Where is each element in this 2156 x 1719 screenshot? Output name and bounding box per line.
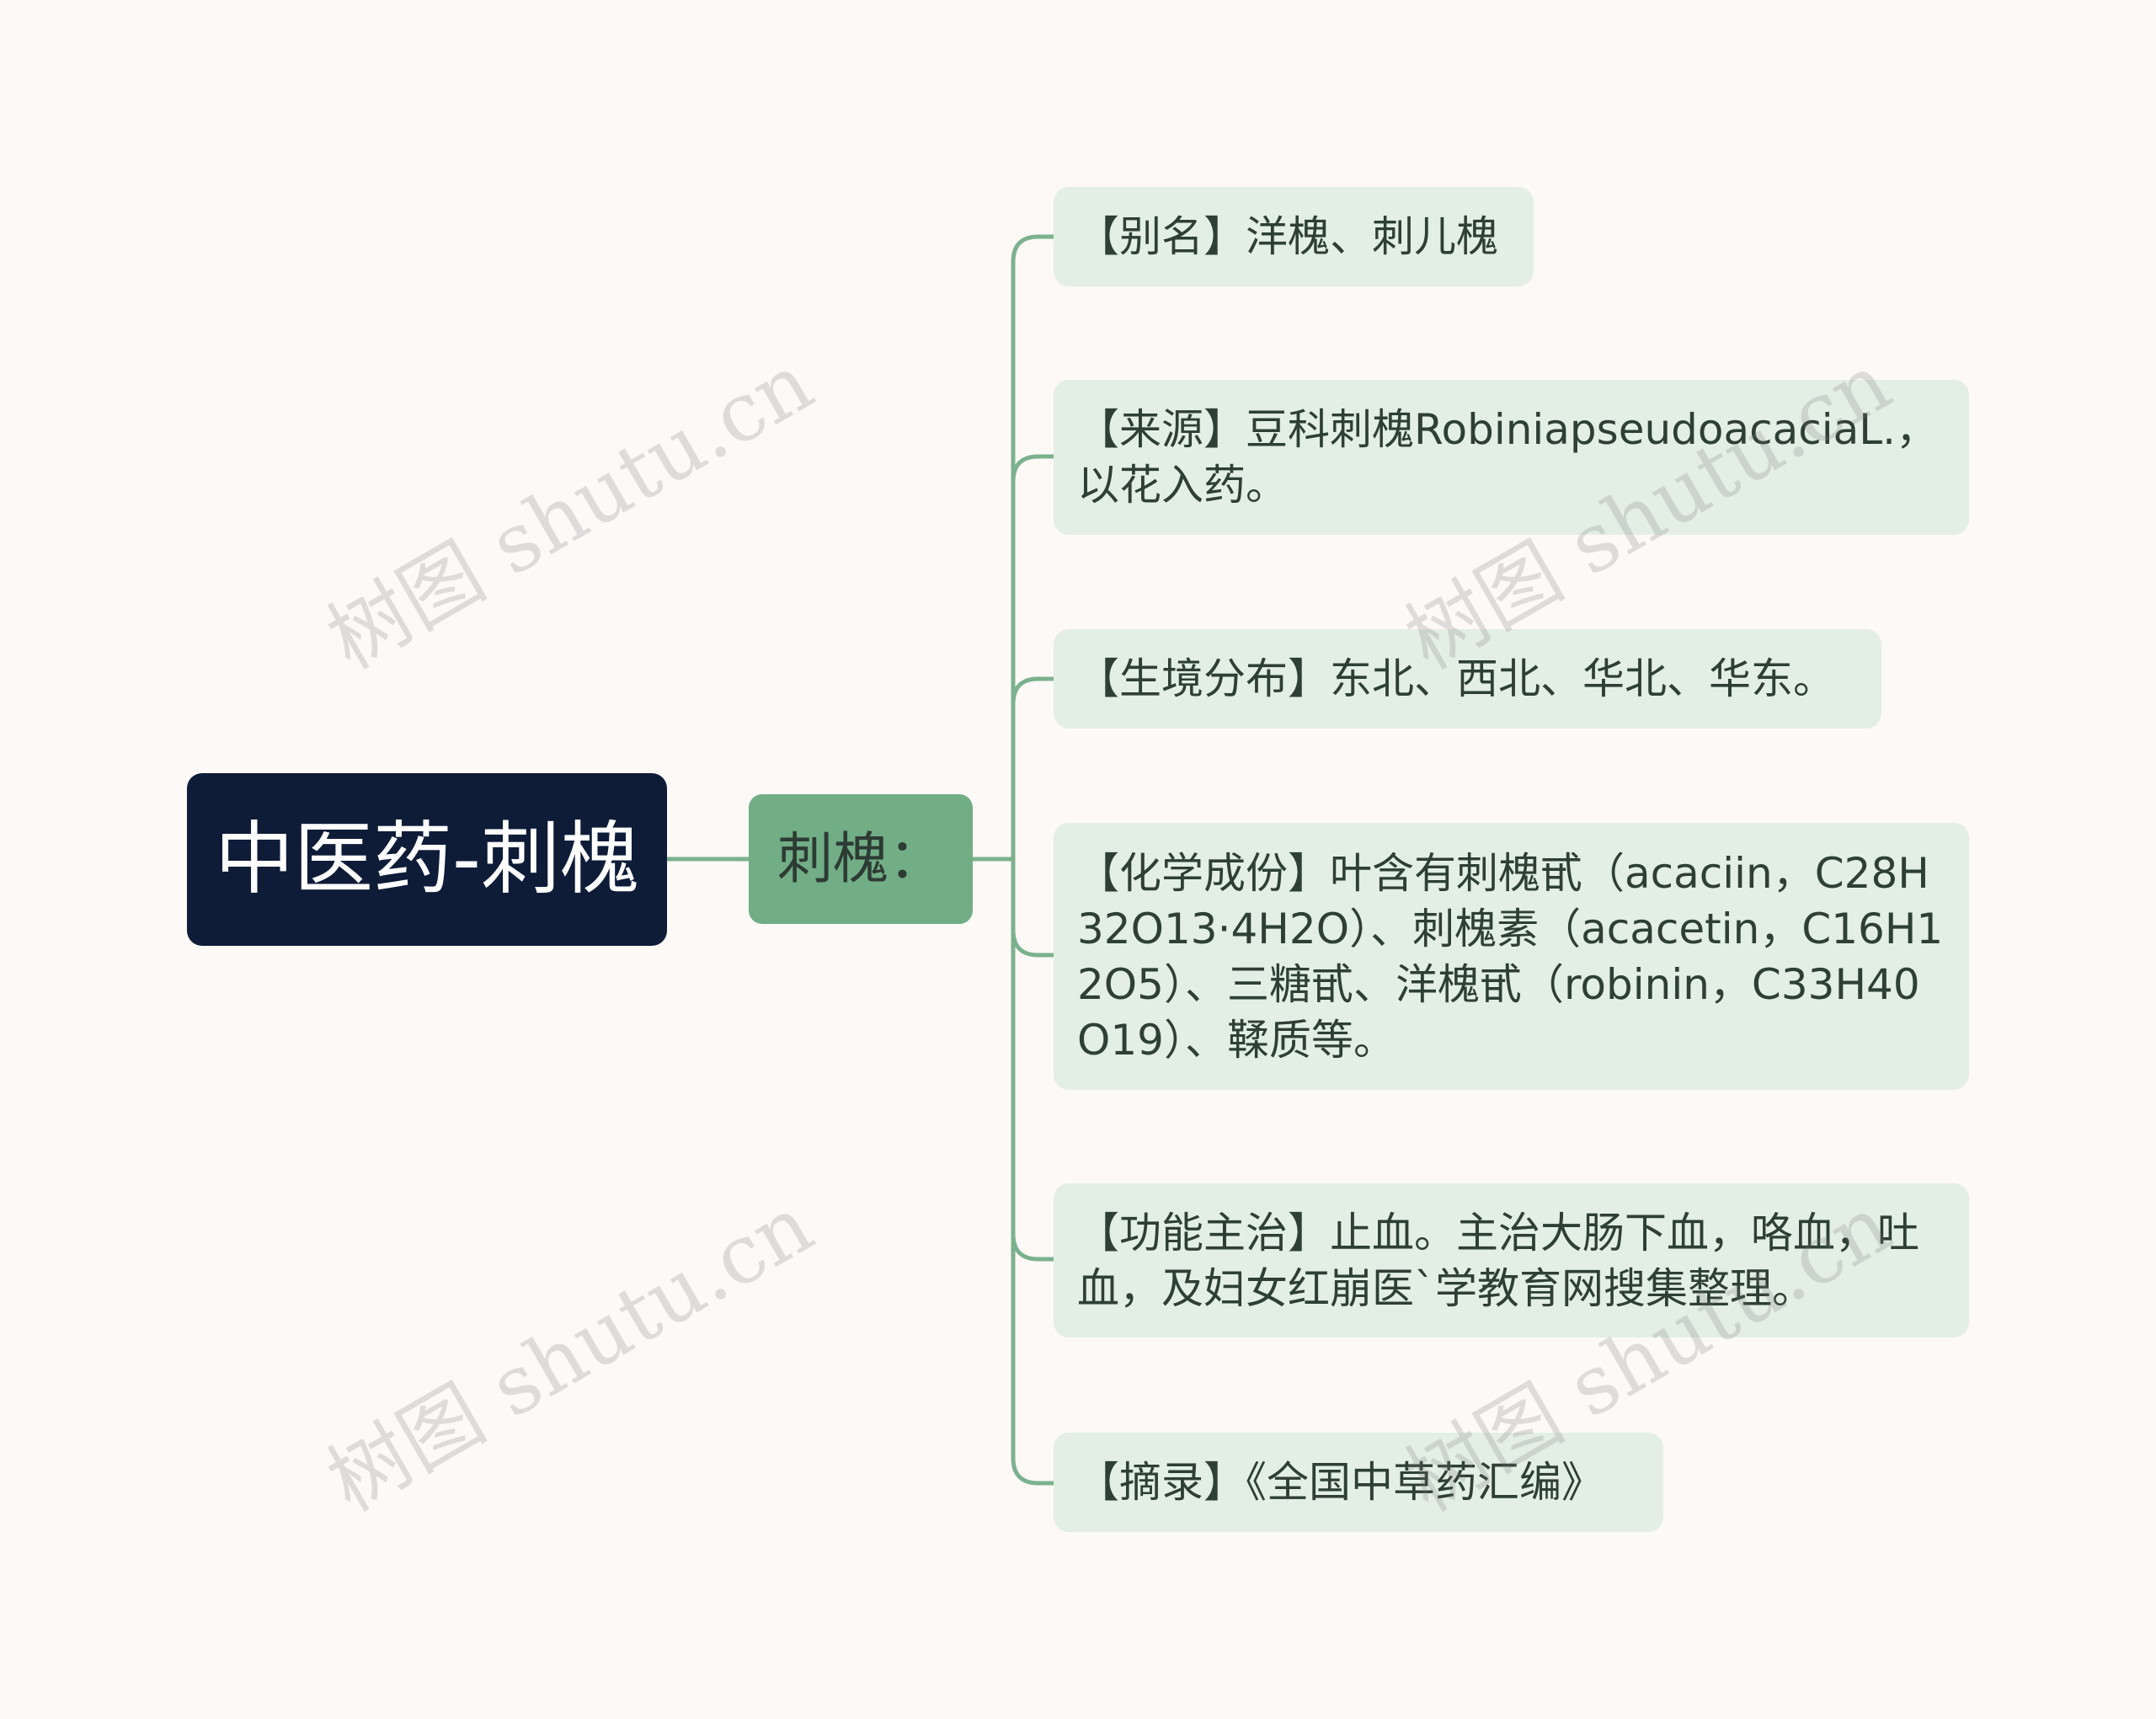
leaf-connector-5 <box>1011 1233 1054 1262</box>
leaf-chemistry[interactable]: 【化学成份】叶含有刺槐甙（acaciin，C28H32O13·4H2O）、刺槐素… <box>1054 823 1969 1090</box>
leaf-function[interactable]: 【功能主治】止血。主治大肠下血，咯血，吐血，及妇女红崩医`学教育网搜集整理。 <box>1054 1183 1969 1337</box>
leaf-function-text: 【功能主治】止血。主治大肠下血，咯血，吐血，及妇女红崩医`学教育网搜集整理。 <box>1077 1208 1919 1313</box>
leaf-habitat[interactable]: 【生境分布】东北、西北、华北、华东。 <box>1054 629 1881 729</box>
leaf-connector-4 <box>1011 929 1054 958</box>
leaf-alias[interactable]: 【别名】洋槐、刺儿槐 <box>1054 187 1534 286</box>
leaf-habitat-text: 【生境分布】东北、西北、华北、华东。 <box>1077 654 1835 703</box>
branch-node[interactable]: 刺槐： <box>749 794 973 924</box>
leaf-connector-3 <box>1011 676 1054 705</box>
root-node[interactable]: 中医药-刺槐 <box>187 773 667 946</box>
leaf-chemistry-text: 【化学成份】叶含有刺槐甙（acaciin，C28H32O13·4H2O）、刺槐素… <box>1077 848 1944 1065</box>
branch-label: 刺槐： <box>777 826 944 891</box>
leaf-source-text: 【来源】豆科刺槐RobiniapseudoacaciaL.，以花入药。 <box>1077 405 1939 510</box>
spine-line <box>1011 234 1054 1486</box>
leaf-excerpt[interactable]: 【摘录】《全国中草药汇编》 <box>1054 1433 1663 1532</box>
leaf-alias-text: 【别名】洋槐、刺儿槐 <box>1077 212 1498 261</box>
leaf-excerpt-text: 【摘录】《全国中草药汇编》 <box>1077 1458 1604 1507</box>
leaf-source[interactable]: 【来源】豆科刺槐RobiniapseudoacaciaL.，以花入药。 <box>1054 380 1969 535</box>
root-label: 中医药-刺槐 <box>215 813 639 905</box>
leaf-connector-2 <box>1011 454 1054 483</box>
